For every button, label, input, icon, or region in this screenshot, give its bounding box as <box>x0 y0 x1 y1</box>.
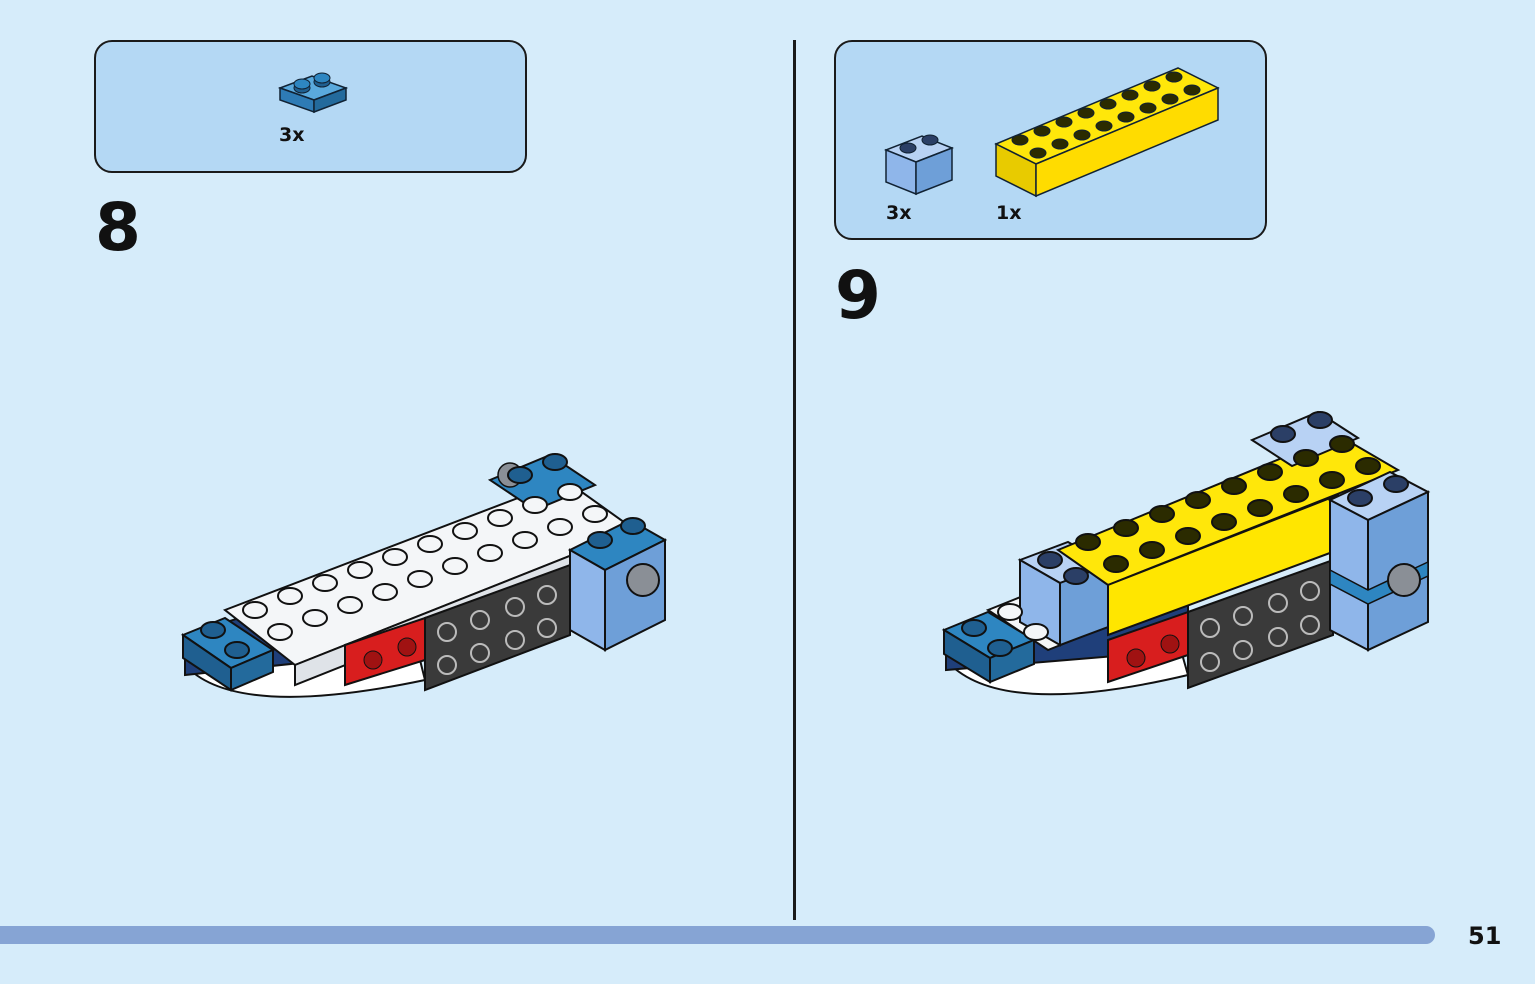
step8-model-illustration <box>180 453 668 698</box>
step9-parts-box: 3x 1x <box>834 40 1267 240</box>
page-divider <box>793 40 796 920</box>
part-quantity: 3x <box>279 124 305 146</box>
blue-1x2-plate-icon <box>277 72 349 114</box>
page-number: 51 <box>1468 922 1502 950</box>
part-quantity: 3x <box>886 202 912 224</box>
step-number: 8 <box>95 189 141 266</box>
light-blue-1x2-brick-icon <box>883 134 955 196</box>
step9-model-illustration <box>941 410 1431 696</box>
part-quantity: 1x <box>996 202 1022 224</box>
step8-parts-box: 3x <box>94 40 527 173</box>
yellow-2x8-brick-icon <box>994 67 1220 198</box>
progress-bar <box>0 926 1435 944</box>
step-number: 9 <box>835 257 881 334</box>
